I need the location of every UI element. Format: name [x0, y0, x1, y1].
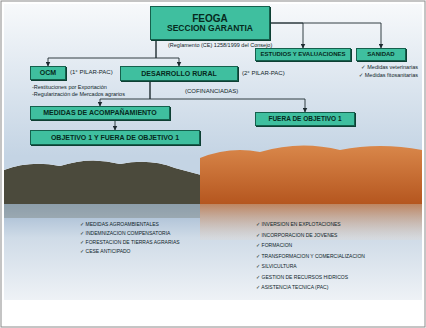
measure-item: ✓ INDEMNIZACION COMPENSATORIA: [80, 231, 170, 237]
measure-item: ✓ CESE ANTICIPADO: [80, 249, 131, 255]
category-box: OBJETIVO 1 Y FUERA DE OBJETIVO 1: [30, 130, 200, 145]
box-subheading: SECCION GARANTIA: [167, 24, 253, 33]
measure-item: ✓ GESTION DE RECURSOS HIDRICOS: [256, 275, 348, 281]
measure-item: ✓ FORMACION: [256, 243, 292, 249]
category-box: ESTUDIOS Y EVALUACIONES: [255, 48, 351, 61]
box-heading: SANIDAD: [367, 51, 394, 58]
connector-arrow: [270, 23, 303, 48]
pillar-note: (1° PILAR-PAC): [70, 69, 113, 76]
measure-item: ✓ MEDIDAS AGROAMBIENTALES: [80, 222, 159, 228]
measure-item: ✓ INCORPORACION DE JOVENES: [256, 233, 337, 239]
pillar-note: (2° PILAR-PAC): [242, 70, 285, 77]
regulation-note: (Reglamento (CE) 1258/1999 del Consejo): [168, 42, 272, 48]
measure-item: -Restituciones por Exportación: [32, 84, 107, 90]
category-box: SANIDAD: [356, 48, 406, 61]
connector-arrow: [150, 81, 305, 112]
category-box: MEDIDAS DE ACOMPAÑAMIENTO: [30, 106, 170, 120]
box-heading: OCM: [40, 69, 56, 77]
measure-item: -Regularización de Mercados agrarios: [32, 91, 125, 97]
category-box: FUERA DE OBJETIVO 1: [255, 112, 355, 126]
connector-arrow: [115, 120, 116, 130]
measure-item: ✓ FORESTACION DE TIERRAS AGRARIAS: [80, 240, 180, 246]
measure-item: ✓ ASISTENCIA TECNICA (PAC): [256, 285, 328, 291]
connector-arrow: [270, 23, 381, 48]
connector-arrow: [48, 40, 156, 66]
measure-item: ✓ INVERSION EN EXPLOTACIONES: [256, 222, 341, 228]
funding-note: (COFINANCIADAS): [185, 88, 238, 95]
category-box: OCM: [30, 66, 66, 80]
box-heading: DESARROLLO RURAL: [141, 70, 216, 78]
box-heading: FEOGA: [192, 13, 228, 24]
category-box: FEOGASECCION GARANTIA: [150, 6, 270, 40]
box-heading: FUERA DE OBJETIVO 1: [268, 115, 341, 122]
box-heading: MEDIDAS DE ACOMPAÑAMIENTO: [43, 109, 156, 117]
measure-item: ✓ TRANSFORMACION Y COMERCIALIZACION: [256, 254, 365, 260]
measure-item: ✓ Medidas veterinarias: [361, 64, 418, 70]
box-heading: ESTUDIOS Y EVALUACIONES: [260, 51, 345, 58]
box-heading: OBJETIVO 1 Y FUERA DE OBJETIVO 1: [51, 134, 179, 142]
measure-item: ✓ SILVICULTURA: [256, 264, 297, 270]
category-box: DESARROLLO RURAL: [120, 66, 238, 81]
measure-item: ✓ Medidas fitosanitarias: [359, 72, 418, 78]
